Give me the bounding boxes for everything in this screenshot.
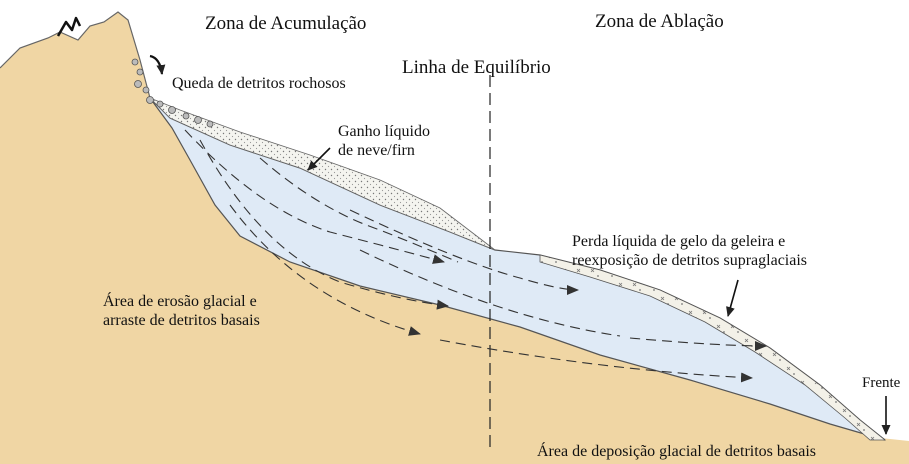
flow-arrow-icon bbox=[199, 139, 449, 310]
rockfall-label: Queda de detritos rochosos bbox=[172, 75, 346, 92]
net-loss-label: Perda líquida de gelo da geleira e reexp… bbox=[572, 232, 807, 270]
down-arrow-icon bbox=[726, 279, 739, 317]
equilibrium-line-label: Linha de Equilíbrio bbox=[402, 57, 551, 78]
supraglacial-debris bbox=[539, 254, 887, 441]
flow-arrow-icon bbox=[349, 209, 579, 295]
net-gain-line-2: de neve/firn bbox=[338, 142, 415, 159]
down-arrow-icon bbox=[307, 147, 331, 171]
net-loss-line-1: Perda líquida de gelo da geleira e bbox=[572, 233, 786, 250]
flow-arrow-icon bbox=[359, 249, 621, 337]
net-gain-label: Ganho líquido de neve/firn bbox=[338, 122, 430, 160]
erosion-label: Área de erosão glacial e arraste de detr… bbox=[103, 292, 260, 330]
peak-notch bbox=[56, 16, 82, 37]
firn-layer bbox=[149, 97, 496, 251]
bedrock-outline bbox=[0, 11, 151, 99]
bedrock bbox=[0, 12, 909, 464]
flow-arrow-icon bbox=[439, 339, 753, 383]
erosion-line-2: arraste de detritos basais bbox=[103, 312, 260, 329]
zone-ablation-label: Zona de Ablação bbox=[595, 11, 724, 32]
front-label: Frente bbox=[862, 375, 901, 391]
net-gain-line-1: Ganho líquido bbox=[338, 123, 430, 140]
flow-arrow-icon bbox=[229, 204, 421, 336]
deposition-label: Área de deposição glacial de detritos ba… bbox=[537, 443, 816, 460]
curved-arrow-icon bbox=[149, 54, 166, 75]
flow-arrow-icon bbox=[629, 337, 767, 351]
zone-accumulation-label: Zona de Acumulação bbox=[205, 13, 367, 34]
flow-arrow-icon bbox=[184, 129, 445, 264]
flow-arrow-icon bbox=[259, 157, 459, 263]
rock-debris bbox=[131, 58, 214, 128]
erosion-line-1: Área de erosão glacial e bbox=[103, 293, 257, 310]
net-loss-line-2: reexposição de detritos supraglaciais bbox=[572, 252, 808, 269]
